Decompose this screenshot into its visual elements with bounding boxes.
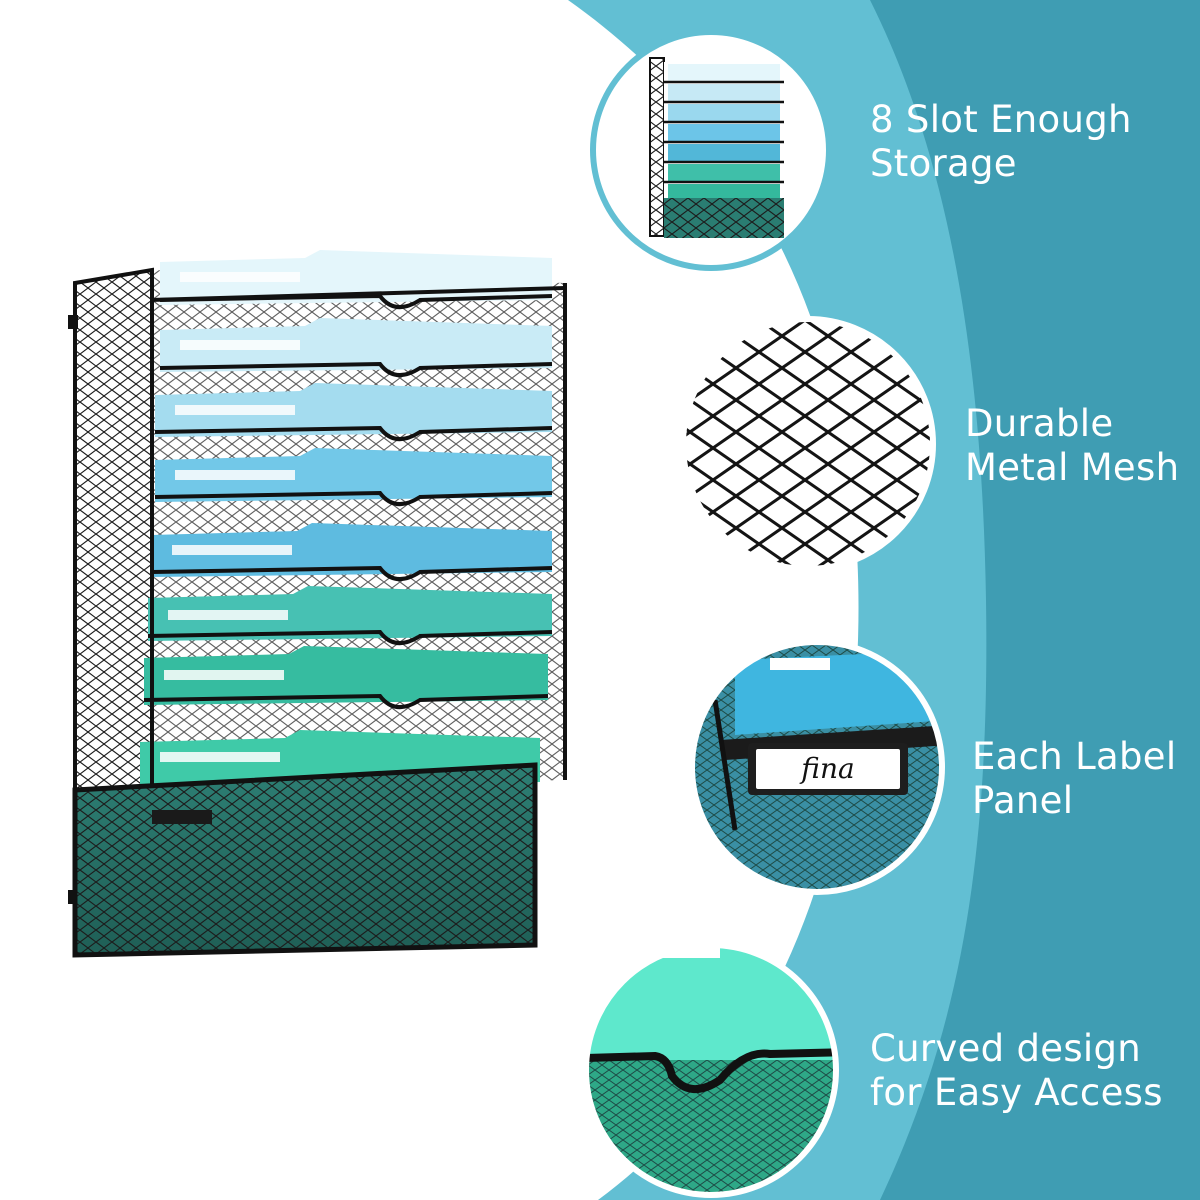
- bubble-curve: [583, 942, 839, 1198]
- bubble-slots: [590, 29, 832, 271]
- feature-label-line-2: Panel: [972, 779, 1074, 822]
- label-card-text: fina: [801, 752, 855, 785]
- bubble-label: [689, 639, 945, 895]
- file-organizer-illustration: [68, 250, 567, 958]
- feature-slots-line-1: 8 Slot Enough: [870, 98, 1132, 141]
- feature-mesh-line-1: Durable: [965, 402, 1114, 445]
- bubble-mesh: [680, 316, 936, 572]
- feature-mesh-text: Durable Metal Mesh: [965, 402, 1179, 490]
- feature-slots-line-2: Storage: [870, 142, 1017, 185]
- feature-curve-text: Curved design for Easy Access: [870, 1027, 1163, 1115]
- feature-mesh-line-2: Metal Mesh: [965, 446, 1180, 489]
- feature-slots-text: 8 Slot Enough Storage: [870, 98, 1132, 186]
- feature-curve-line-1: Curved design: [870, 1027, 1142, 1070]
- feature-label-line-1: Each Label: [972, 735, 1177, 778]
- feature-label-text: Each Label Panel: [972, 735, 1176, 823]
- feature-curve-line-2: for Easy Access: [870, 1071, 1163, 1114]
- dark-band: [870, 0, 1200, 1200]
